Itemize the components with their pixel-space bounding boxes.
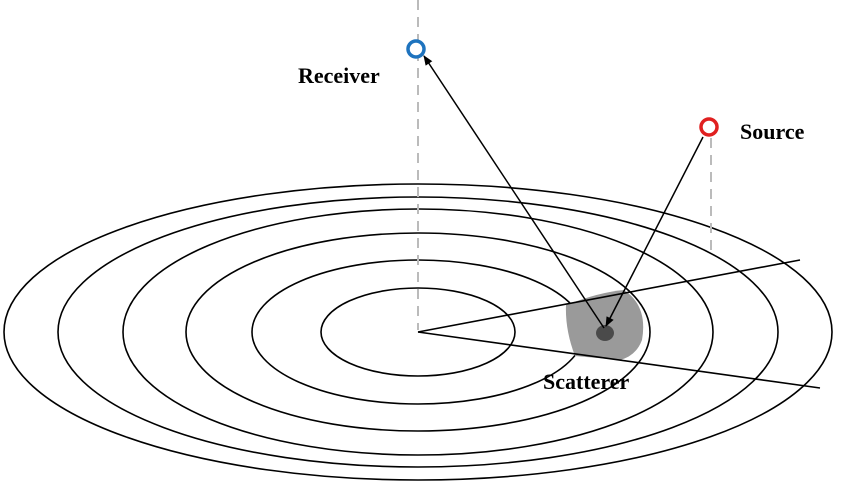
source-marker-icon xyxy=(699,117,719,137)
sector-lines xyxy=(417,259,821,389)
scatterer-label: Scatterer xyxy=(543,369,630,394)
source-to-scatterer-arrow xyxy=(605,136,704,327)
receiver-marker-icon xyxy=(406,39,426,59)
source-label: Source xyxy=(740,119,805,144)
scatterer-point xyxy=(596,325,614,341)
sector-line-upper xyxy=(417,259,801,333)
ring-6 xyxy=(3,183,833,481)
scatterer-to-receiver-arrow xyxy=(423,55,605,329)
vertical-guides xyxy=(417,0,712,330)
sector-line-lower xyxy=(417,331,821,389)
ring-1 xyxy=(320,287,516,377)
scatter-region xyxy=(565,290,644,360)
ring-5 xyxy=(57,196,779,468)
receiver-label: Receiver xyxy=(298,63,380,88)
ring-3 xyxy=(185,232,651,432)
